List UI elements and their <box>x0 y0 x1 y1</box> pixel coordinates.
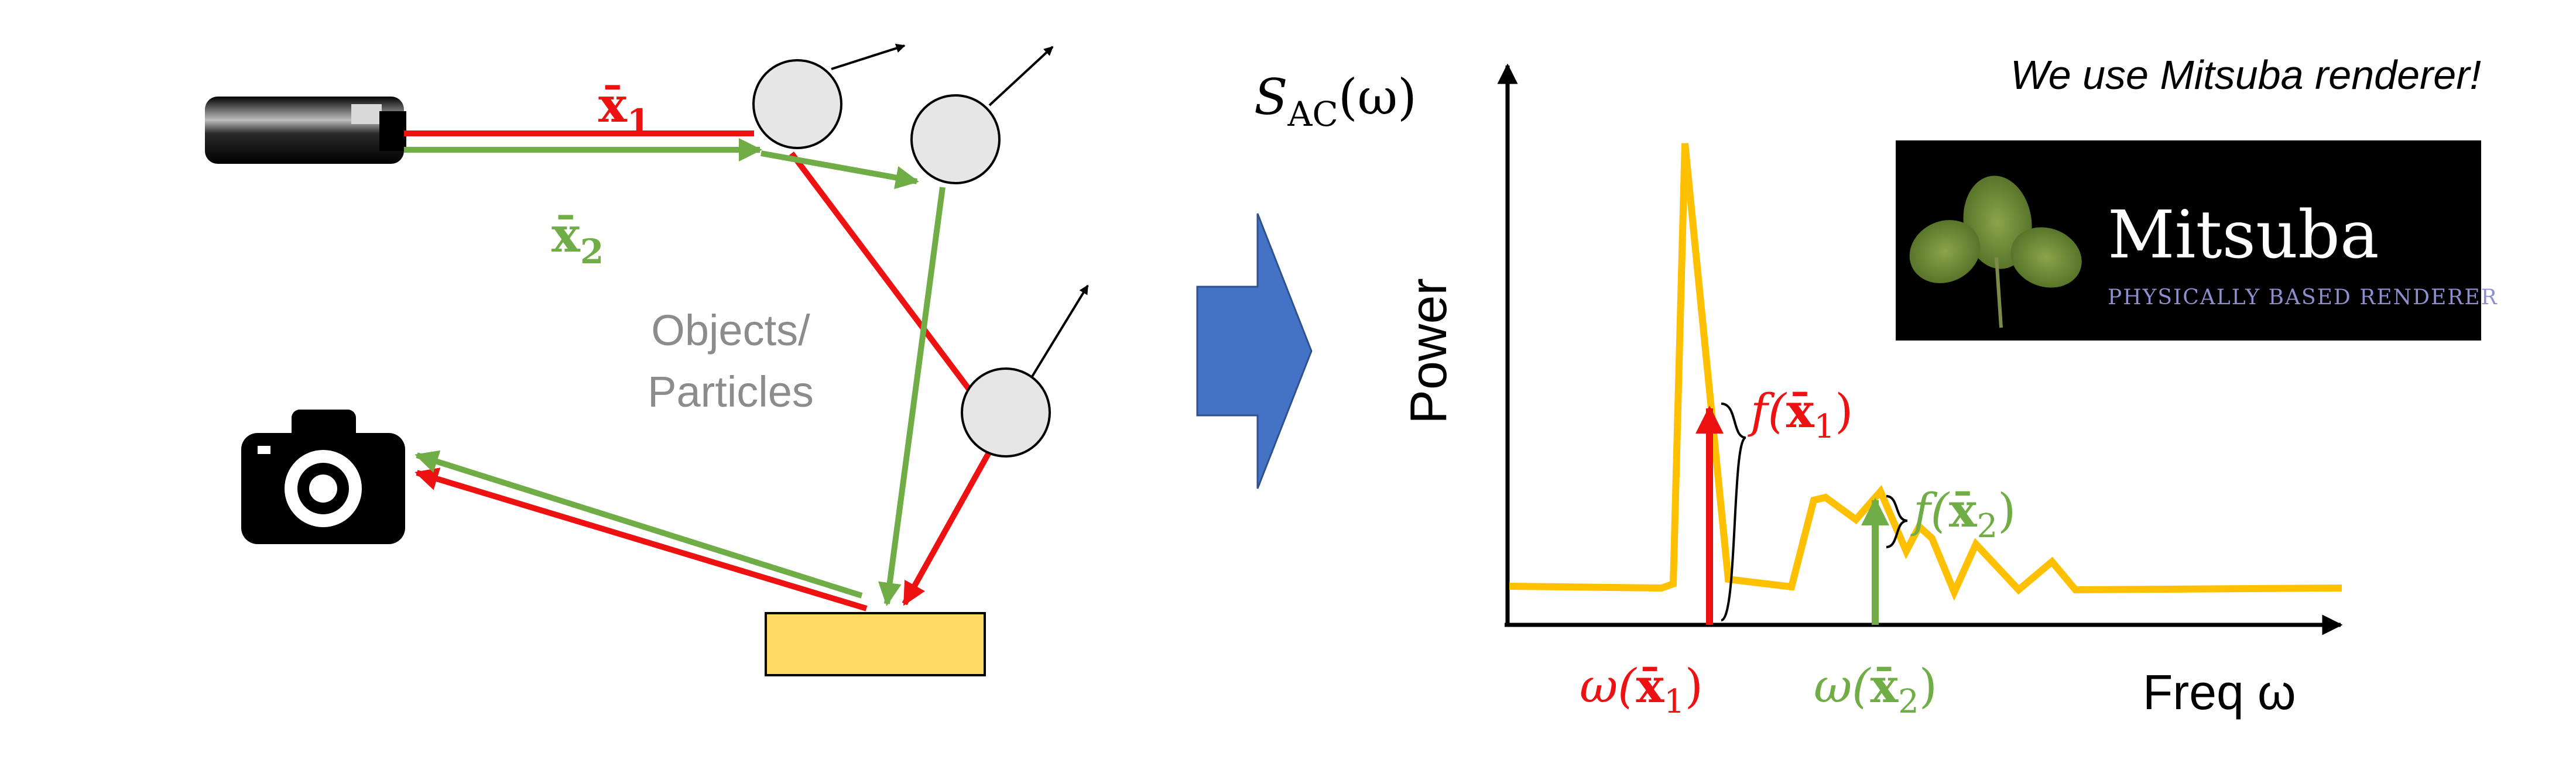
mitsuba-tagline: We use Mitsuba renderer! <box>2010 52 2481 98</box>
ylabel-symbol: SAC(ω) <box>1254 68 1417 134</box>
w2-label: ω(x̄2) <box>1814 658 1937 721</box>
particle-2 <box>910 46 1054 184</box>
xlabel-freq: Freq ω <box>2143 665 2296 720</box>
particle-1 <box>752 43 906 149</box>
path1-label: x̄1 <box>598 77 650 142</box>
particles-label: Particles <box>648 367 814 416</box>
laser-icon <box>205 97 406 164</box>
f2-label: f(x̄2) <box>1910 483 2016 545</box>
w1-label: ω(x̄1) <box>1580 658 1703 721</box>
spectrum-curve <box>1509 143 2342 601</box>
transform-arrow <box>1196 213 1313 489</box>
left-diagram: x̄1 x̄2 Objects/ Particles <box>205 43 1089 676</box>
f2-brace <box>1886 495 1908 548</box>
mitsuba-subtitle: PHYSICALLY BASED RENDERER <box>2108 286 2498 310</box>
green-path <box>404 138 946 606</box>
camera-icon <box>241 410 405 544</box>
objects-label: Objects/ <box>651 306 810 355</box>
leaf-icon <box>1909 176 2082 328</box>
mitsuba-logo: Mitsuba PHYSICALLY BASED RENDERER <box>1896 140 2498 341</box>
spectrum-plot: SAC(ω) Power Freq ω f(x̄1) f(x̄2) ω(x̄1)… <box>1254 63 2343 721</box>
surface-block <box>765 612 986 676</box>
f1-brace <box>1721 403 1747 621</box>
mitsuba-title: Mitsuba <box>2108 197 2379 273</box>
red-path <box>404 130 992 611</box>
particle-3 <box>961 284 1089 458</box>
f1-label: f(x̄1) <box>1748 383 1853 446</box>
path2-label: x̄2 <box>551 207 604 271</box>
ylabel-power: Power <box>1399 278 1457 424</box>
